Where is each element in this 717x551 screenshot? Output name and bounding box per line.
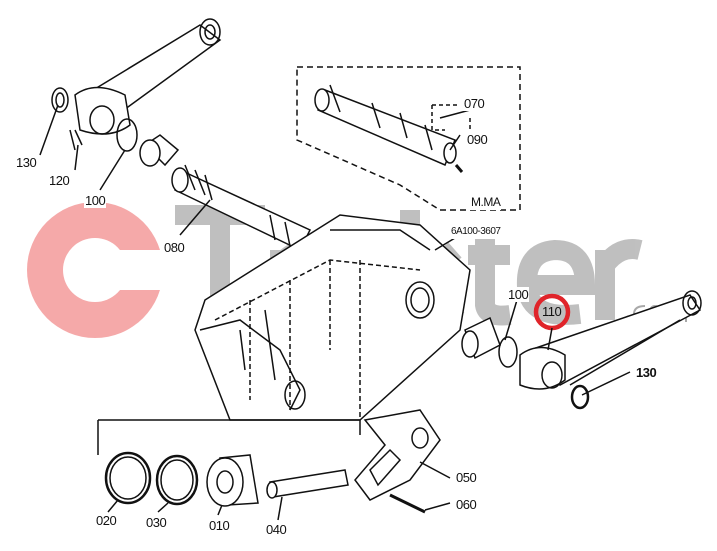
part-number: 6A100-3607 <box>450 224 502 239</box>
label-100-left: 100 <box>84 193 107 208</box>
o-ring-100-right <box>498 336 518 368</box>
label-070: 070 <box>463 96 486 111</box>
label-020: 020 <box>95 513 118 528</box>
label-100-right: 100 <box>507 287 530 302</box>
arm-050 <box>354 409 441 501</box>
piston-010 <box>206 454 259 507</box>
label-050: 050 <box>455 470 478 485</box>
pin-060 <box>389 493 426 514</box>
shaft-070 <box>314 84 464 173</box>
lift-arm-left <box>51 18 222 151</box>
variant-label: M.MA <box>470 195 502 210</box>
ring-030 <box>155 454 199 506</box>
label-120: 120 <box>48 173 71 188</box>
variant-box <box>296 66 521 211</box>
label-110: 110 <box>542 304 562 319</box>
label-130-left: 130 <box>15 155 38 170</box>
label-080: 080 <box>163 240 186 255</box>
shaft-080 <box>171 164 312 251</box>
label-130-right: 130 <box>635 365 658 380</box>
label-090: 090 <box>466 132 489 147</box>
lift-arm-right <box>519 290 702 410</box>
label-040: 040 <box>265 522 288 537</box>
label-030: 030 <box>145 515 168 530</box>
ring-020 <box>104 451 152 505</box>
label-060: 060 <box>455 497 478 512</box>
o-ring-100-left <box>116 118 138 152</box>
label-010: 010 <box>208 518 231 533</box>
rod-040 <box>266 469 349 499</box>
watermark-gear-icon <box>27 202 170 338</box>
housing <box>194 214 471 421</box>
